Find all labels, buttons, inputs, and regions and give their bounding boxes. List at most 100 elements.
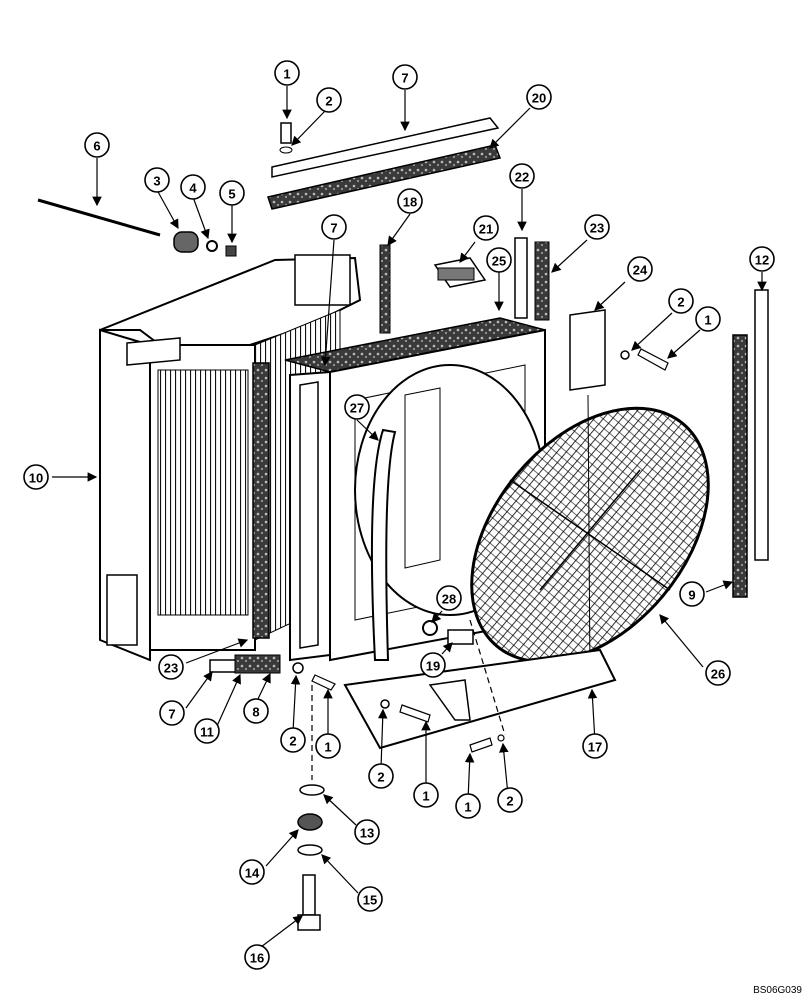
callout-15: 15	[357, 886, 383, 912]
callout-circle	[180, 174, 206, 200]
callout-6: 6	[84, 132, 110, 158]
callout-circle	[509, 163, 535, 189]
callout-label: 2	[677, 295, 684, 310]
callout-circle	[584, 214, 610, 240]
callout-circle	[436, 585, 462, 611]
callout-label: 1	[464, 800, 471, 815]
callout-1: 1	[315, 733, 341, 759]
callout-label: 5	[228, 187, 235, 202]
hose	[370, 428, 397, 661]
callout-24: 24	[627, 256, 653, 282]
callout-1: 1	[455, 793, 481, 819]
callout-label: 2	[289, 734, 296, 749]
callout-label: 24	[633, 263, 648, 278]
callout-label: 2	[325, 94, 332, 109]
callout-2: 2	[280, 727, 306, 753]
callout-1: 1	[274, 60, 300, 86]
callout-label: 19	[426, 659, 440, 674]
callout-circle	[627, 256, 653, 282]
callout-label: 1	[422, 789, 429, 804]
callout-label: 7	[168, 707, 175, 722]
callout-28: 28	[436, 585, 462, 611]
callout-10: 10	[23, 464, 49, 490]
callout-circle	[280, 727, 306, 753]
cover-plate	[569, 309, 606, 391]
callout-circle	[315, 733, 341, 759]
callout-circle	[497, 787, 523, 813]
callout-circle	[239, 859, 265, 885]
lower-plate	[343, 648, 617, 750]
callout-circle	[486, 247, 512, 273]
callout-label: 8	[252, 705, 259, 720]
callout-circle	[274, 60, 300, 86]
callout-circle	[392, 64, 418, 90]
callout-circle	[219, 180, 245, 206]
bracket	[433, 257, 487, 288]
figure-reference-code: BS06G039	[753, 985, 802, 996]
callout-2: 2	[316, 87, 342, 113]
fill-rod	[37, 198, 237, 257]
callout-21: 21	[473, 215, 499, 241]
callout-label: 17	[588, 740, 602, 755]
callout-11: 11	[194, 718, 220, 744]
fasteners	[279, 122, 669, 753]
callout-circle	[695, 306, 721, 332]
callout-label: 27	[350, 401, 364, 416]
callout-label: 2	[506, 794, 513, 809]
callout-16: 16	[244, 944, 270, 970]
callout-label: 2	[377, 770, 384, 785]
callout-circle	[455, 793, 481, 819]
callout-circle	[344, 394, 370, 420]
top-strip	[271, 117, 500, 178]
callout-19: 19	[420, 652, 446, 678]
callout-27: 27	[344, 394, 370, 420]
callout-label: 11	[200, 725, 214, 740]
bottom-parts	[209, 619, 506, 931]
callout-circle	[357, 886, 383, 912]
callout-circle	[668, 288, 694, 314]
callout-12: 12	[749, 246, 775, 272]
callout-circle	[144, 167, 170, 193]
callout-circle	[194, 718, 220, 744]
callout-label: 28	[442, 592, 456, 607]
callout-17: 17	[582, 733, 608, 759]
callout-label: 4	[189, 181, 197, 196]
callout-label: 26	[711, 667, 725, 682]
callout-circle	[705, 660, 731, 686]
callout-7: 7	[159, 700, 185, 726]
callout-circle	[159, 700, 185, 726]
callout-label: 1	[283, 67, 290, 82]
callout-2: 2	[668, 288, 694, 314]
callout-7: 7	[321, 214, 347, 240]
callout-circle	[321, 214, 347, 240]
callout-circle	[243, 698, 269, 724]
callout-5: 5	[219, 180, 245, 206]
callout-25: 25	[486, 247, 512, 273]
callout-label: 7	[330, 221, 337, 236]
callout-14: 14	[239, 859, 265, 885]
callout-22: 22	[509, 163, 535, 189]
callout-1: 1	[413, 782, 439, 808]
leader-lines	[52, 86, 767, 951]
callout-label: 12	[755, 253, 769, 268]
callout-circle	[679, 581, 705, 607]
callout-26: 26	[705, 660, 731, 686]
callout-circle	[413, 782, 439, 808]
callout-7: 7	[392, 64, 418, 90]
callout-label: 25	[492, 254, 506, 269]
callout-1: 1	[695, 306, 721, 332]
callout-label: 7	[401, 71, 408, 86]
callout-label: 6	[93, 139, 100, 154]
callout-label: 20	[532, 91, 546, 106]
callout-4: 4	[180, 174, 206, 200]
callout-circle	[420, 652, 446, 678]
callout-label: 22	[515, 170, 529, 185]
callout-circle	[749, 246, 775, 272]
callout-circle	[354, 819, 380, 845]
callout-2: 2	[368, 763, 394, 789]
callout-circle	[397, 188, 423, 214]
callout-circle	[526, 84, 552, 110]
callout-label: 9	[688, 588, 695, 603]
